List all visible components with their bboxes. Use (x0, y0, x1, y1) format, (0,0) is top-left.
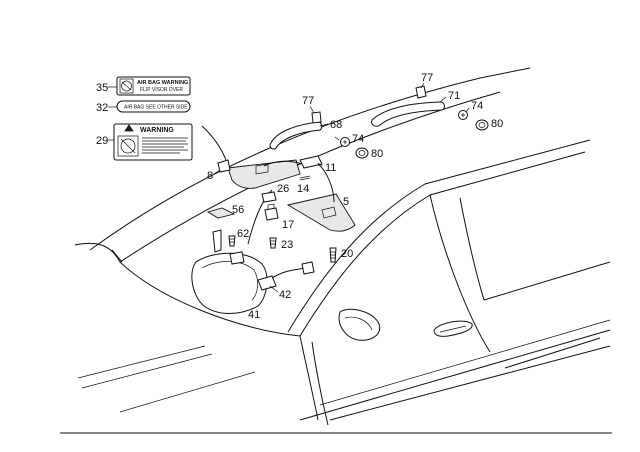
callout-77-right: 77 (421, 72, 433, 84)
arrow-visor-left (201, 125, 227, 161)
screw-14 (299, 175, 311, 181)
callout-17: 17 (282, 219, 294, 231)
callout-35: 35 (96, 82, 108, 94)
rearview-mirror (191, 229, 268, 314)
sticker-35-line2: FLIP VISOR OVER (140, 87, 183, 93)
screw-20 (329, 247, 337, 263)
callout-68: 68 (330, 119, 342, 131)
callout-11: 11 (325, 162, 336, 174)
callout-23: 23 (281, 239, 293, 251)
callout-41: 41 (248, 309, 260, 321)
callout-8: 8 (207, 170, 213, 182)
sticker-airbag-warning: AIR BAG WARNING FLIP VISOR OVER (116, 76, 191, 96)
screw-74-right (458, 110, 468, 120)
sticker-see-other-side: AIR BAG SEE OTHER SIDE (116, 100, 191, 113)
callout-29: 29 (96, 135, 108, 147)
sticker-32-text: AIR BAG SEE OTHER SIDE (124, 105, 188, 111)
callout-14: 14 (297, 183, 309, 195)
mirror-wiring-42 (257, 261, 315, 293)
callout-56: 56 (232, 204, 244, 216)
callout-74-left: 74 (352, 133, 364, 145)
screw-62 (228, 235, 236, 247)
visor-clip-17 (264, 203, 279, 221)
grab-handle-right (371, 85, 445, 127)
visor-clip-8 (217, 159, 231, 173)
callout-5: 5 (343, 196, 349, 208)
visor-bracket-11 (299, 155, 323, 169)
callout-71: 71 (448, 90, 460, 102)
sun-visor-left (227, 159, 301, 189)
visor-clip-26 (261, 191, 277, 203)
sticker-warning: WARNING (113, 123, 193, 161)
callout-26: 26 (277, 183, 289, 195)
pad-56 (206, 207, 236, 219)
sticker-29-title: WARNING (140, 127, 174, 134)
callout-80-left: 80 (371, 148, 383, 160)
callout-74-right: 74 (471, 100, 483, 112)
callout-62: 62 (237, 228, 249, 240)
cap-80-left (355, 147, 369, 159)
callout-80-right: 80 (491, 118, 503, 130)
screw-23 (269, 237, 277, 249)
callout-42: 42 (279, 289, 291, 301)
cap-80-right (475, 119, 489, 131)
screw-74-left (334, 136, 350, 147)
sticker-35-line1: AIR BAG WARNING (137, 80, 188, 86)
callout-20: 20 (341, 248, 353, 260)
grab-handle-left (269, 111, 323, 150)
car-body-outline (60, 67, 612, 434)
callout-77-left: 77 (302, 95, 314, 107)
callout-32: 32 (96, 102, 108, 114)
sun-visor-right (286, 193, 356, 232)
